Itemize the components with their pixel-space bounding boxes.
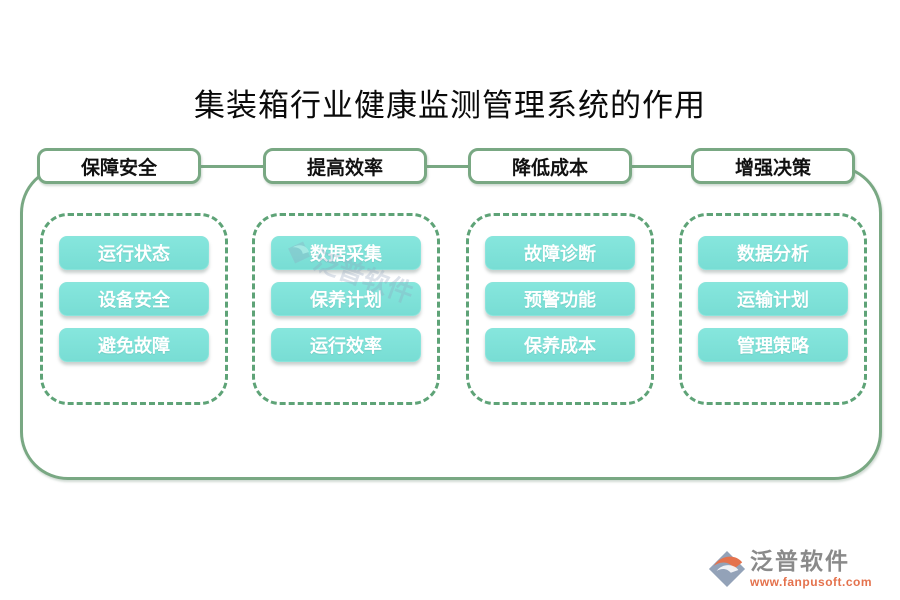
header-improve-efficiency: 提高效率 [263,148,427,184]
brand-logo-icon [708,550,746,588]
header-label: 降低成本 [511,157,588,179]
page-title: 集装箱行业健康监测管理系统的作用 [194,88,706,123]
item-early-warning: 预警功能 [485,282,635,316]
column-improve-efficiency: 数据采集 保养计划 运行效率 [252,213,440,405]
item-transport-plan: 运输计划 [698,282,848,316]
item-operating-status: 运行状态 [59,236,209,270]
column-reduce-cost: 故障诊断 预警功能 保养成本 [466,213,654,405]
brand-website-link[interactable]: www.fanpusoft.com [750,575,873,589]
header-label: 保障安全 [80,157,157,179]
outer-frame [20,165,882,480]
column-ensure-safety: 运行状态 设备安全 避免故障 [40,213,228,405]
item-avoid-failure: 避免故障 [59,328,209,362]
item-maintenance-cost: 保养成本 [485,328,635,362]
header-ensure-safety: 保障安全 [37,148,201,184]
item-fault-diagnosis: 故障诊断 [485,236,635,270]
item-management-strategy: 管理策略 [698,328,848,362]
item-data-analysis: 数据分析 [698,236,848,270]
header-enhance-decision: 增强决策 [691,148,855,184]
header-label: 增强决策 [734,157,811,179]
brand-texts: 泛普软件 www.fanpusoft.com [750,548,873,589]
item-equipment-safety: 设备安全 [59,282,209,316]
brand-footer: 泛普软件 www.fanpusoft.com [708,550,888,588]
column-enhance-decision: 数据分析 运输计划 管理策略 [679,213,867,405]
item-operating-efficiency: 运行效率 [271,328,421,362]
item-data-collection: 数据采集 [271,236,421,270]
brand-name: 泛普软件 [750,548,850,574]
header-reduce-cost: 降低成本 [468,148,632,184]
item-maintenance-plan: 保养计划 [271,282,421,316]
header-label: 提高效率 [306,157,383,179]
